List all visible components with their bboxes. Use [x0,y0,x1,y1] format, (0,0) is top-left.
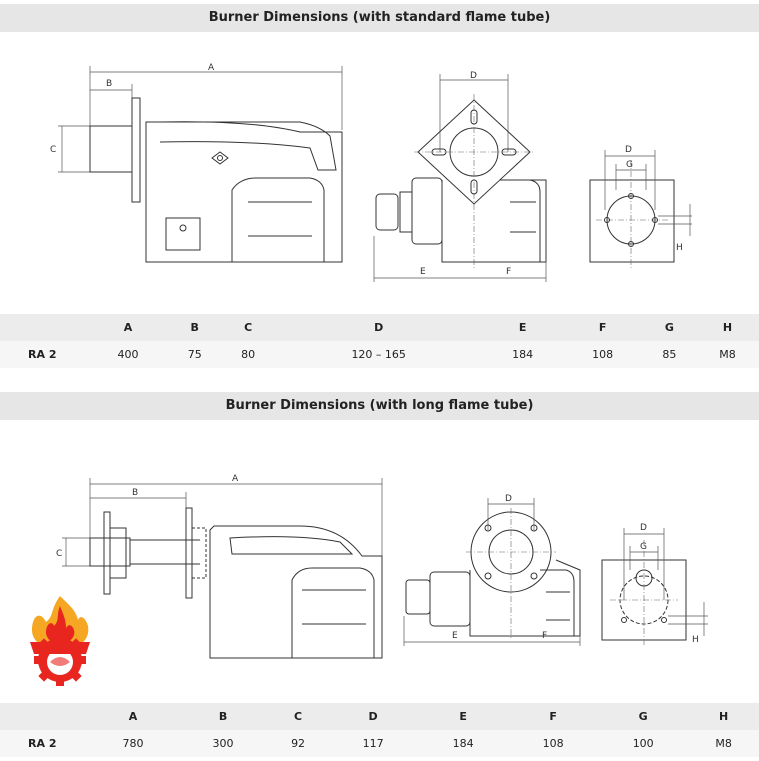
table-header-row: A B C D E F G H [0,314,759,341]
dim-label-h: H [676,243,683,253]
table-cell: 85 [642,341,697,368]
table-header-cell: E [418,703,509,730]
dim-label-d-long: D [505,494,512,504]
dim-label-a: A [208,63,215,73]
table-cell: 75 [168,341,222,368]
dim-label-g: G [626,160,633,170]
dim-label-e-long: E [452,631,458,641]
section-title-standard: Burner Dimensions (with standard flame t… [0,4,759,32]
dim-label-d-plate-long: D [640,523,647,533]
table-header-cell: H [688,703,759,730]
table-cell: RA 2 [0,730,88,757]
side-view-standard: A B C [50,63,343,263]
table-header-cell: B [168,314,222,341]
table-header-cell: G [642,314,697,341]
table-header-cell: C [268,703,329,730]
front-view-standard: D E F [373,71,547,282]
dim-label-b: B [106,79,112,89]
table-cell: M8 [696,341,759,368]
table-header-cell [0,703,88,730]
table-cell: 80 [221,341,275,368]
flange-plate-standard: D G H [589,145,692,268]
tk-flame-gear-logo-icon [30,596,90,686]
dimensions-table-standard: A B C D E F G H RA 2 400 75 80 120 – 165… [0,314,759,368]
table-row: RA 2 400 75 80 120 – 165 184 108 85 M8 [0,341,759,368]
table-header-cell [0,314,88,341]
table-header-cell: D [328,703,419,730]
flange-plate-long: D G H [601,523,708,646]
table-cell: 400 [88,341,169,368]
table-cell: 300 [178,730,269,757]
dim-label-b-long: B [132,488,138,498]
dim-label-c-long: C [56,549,62,559]
dim-label-d: D [470,71,477,81]
drawing-long-flame-tube: A B C D [56,474,708,659]
drawing-standard-flame-tube: A B C D [50,63,692,282]
table-header-cell: F [562,314,643,341]
table-cell: 120 – 165 [274,341,483,368]
table-cell: 108 [562,341,643,368]
table-cell: RA 2 [0,341,88,368]
dim-label-f-long: F [542,631,547,641]
dim-label-e: E [420,267,426,277]
table-header-cell: F [508,703,599,730]
table-header-cell: E [482,314,563,341]
table-cell: 780 [88,730,179,757]
table-header-cell: G [598,703,689,730]
side-view-long: A B C [56,474,383,659]
table-cell: 108 [508,730,599,757]
table-cell: 184 [482,341,563,368]
table-cell: 184 [418,730,509,757]
section-title-long: Burner Dimensions (with long flame tube) [0,392,759,420]
table-cell: 117 [328,730,419,757]
table-row: RA 2 780 300 92 117 184 108 100 M8 [0,730,759,757]
table-header-row: A B C D E F G H [0,703,759,730]
dim-label-h-long: H [692,635,699,645]
dim-label-f: F [506,267,511,277]
dim-label-d-plate: D [625,145,632,155]
table-cell: 100 [598,730,689,757]
table-header-cell: B [178,703,269,730]
dimensions-table-long: A B C D E F G H RA 2 780 300 92 117 184 … [0,703,759,757]
table-cell: 92 [268,730,329,757]
table-header-cell: A [88,314,169,341]
dim-label-a-long: A [232,474,239,484]
dim-label-c: C [50,145,56,155]
table-header-cell: H [696,314,759,341]
front-view-long: D E F [403,494,581,646]
table-header-cell: A [88,703,179,730]
table-header-cell: D [274,314,483,341]
table-header-cell: C [221,314,275,341]
table-cell: M8 [688,730,759,757]
dim-label-g-long: G [640,542,647,552]
